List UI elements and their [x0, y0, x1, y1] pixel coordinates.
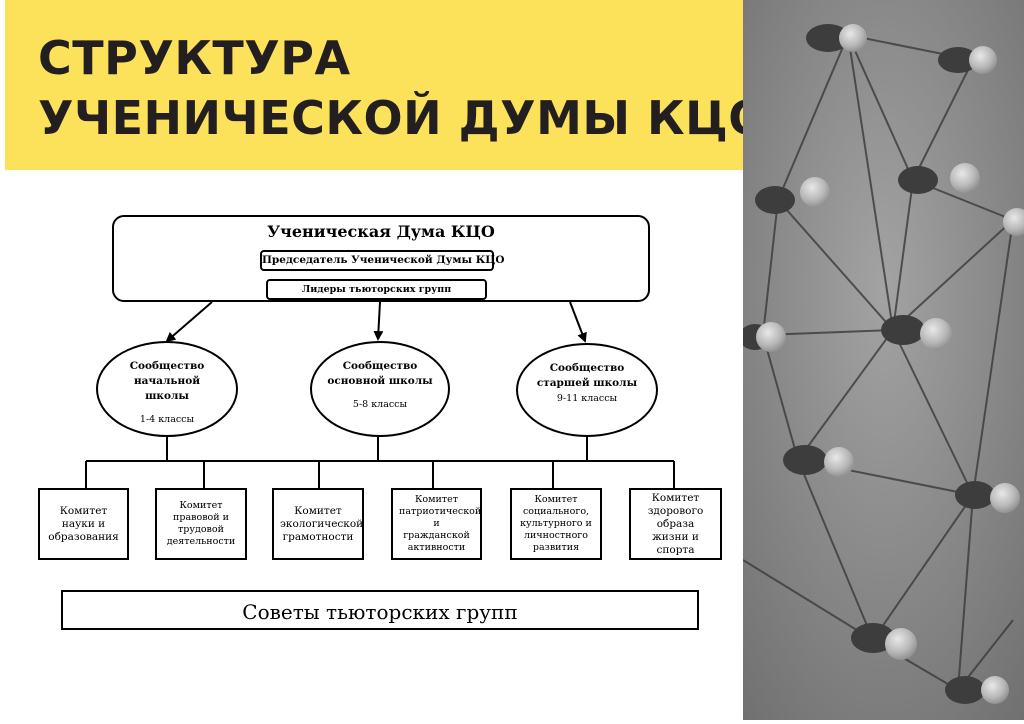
page-title: СТРУКТУРА УЧЕНИЧЕСКОЙ ДУМЫ КЦО: [38, 28, 768, 148]
committee-label: Комитет здорового образа жизни и спорта: [647, 491, 704, 556]
committee-label: Комитет правовой и трудовой деятельности: [166, 500, 236, 547]
committee-science-education: Комитет науки и образования: [38, 488, 129, 560]
committee-legal-labor: Комитет правовой и трудовой деятельности: [155, 488, 247, 560]
committee-label: Комитет экологической грамотности: [280, 504, 364, 543]
pushpins-network-image: [739, 0, 1024, 720]
community-primary-school: Сообщество начальной школы 1-4 классы: [96, 341, 238, 437]
committee-ecology: Комитет экологической грамотности: [272, 488, 364, 560]
arrow-to-primary: [165, 301, 213, 343]
committee-healthy-lifestyle: Комитет здорового образа жизни и спорта: [629, 488, 722, 560]
community-name: Сообщество начальной школы: [129, 360, 205, 402]
pushpins-network-photo: [739, 0, 1024, 720]
community-basic-school: Сообщество основной школы 5-8 классы: [310, 341, 450, 437]
page-title-line-1: СТРУКТУРА: [38, 31, 351, 85]
tutor-leaders-box: Лидеры тьюторских групп: [266, 279, 487, 300]
community-name: Сообщество основной школы: [327, 360, 433, 387]
arrow-to-senior: [569, 301, 587, 343]
community-grades: 1-4 классы: [139, 414, 195, 425]
committee-label: Комитет социального, культурного и лично…: [520, 494, 592, 553]
committee-patriotic-civic: Комитет патриотической и гражданской акт…: [391, 488, 482, 560]
committee-label: Комитет науки и образования: [48, 504, 119, 543]
title-banner: [5, 0, 743, 170]
community-grades: 9-11 классы: [556, 393, 618, 404]
community-grades: 5-8 классы: [352, 399, 408, 410]
committee-social-cultural: Комитет социального, культурного и лично…: [510, 488, 602, 560]
community-senior-school: Сообщество старшей школы 9-11 классы: [516, 343, 658, 437]
tutor-group-councils-box: Советы тьюторских групп: [61, 590, 699, 630]
chairman-box: Председатель Ученической Думы КЦО: [260, 250, 505, 271]
arrow-to-basic: [373, 301, 384, 341]
community-name: Сообщество старшей школы: [536, 362, 638, 389]
student-duma-title: Ученическая Дума КЦО: [267, 222, 495, 241]
diagram-connectors: [85, 301, 675, 488]
committee-label: Комитет патриотической и гражданской акт…: [399, 494, 482, 553]
page-title-line-2: УЧЕНИЧЕСКОЙ ДУМЫ КЦО: [38, 91, 768, 145]
